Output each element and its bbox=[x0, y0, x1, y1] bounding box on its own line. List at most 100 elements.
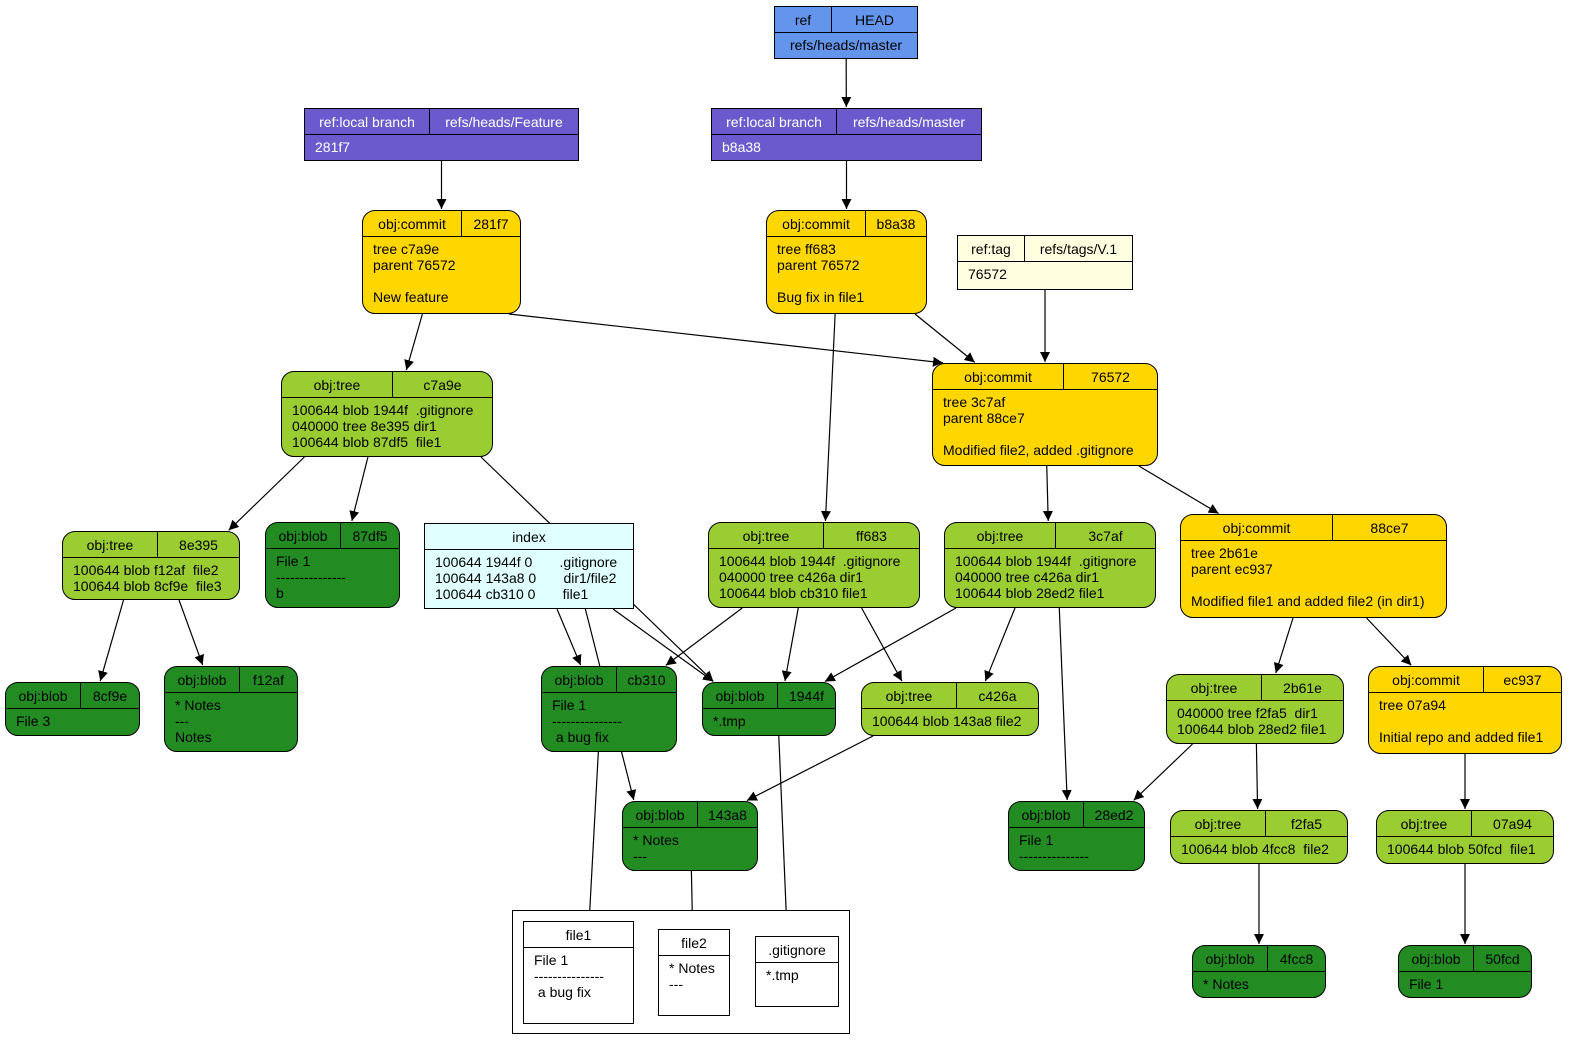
node-kind: obj:commit bbox=[1181, 515, 1333, 540]
node-kind: obj:tree bbox=[945, 523, 1056, 548]
edge-tree_2b61e-to-tree_f2fa5 bbox=[1252, 743, 1263, 810]
node-kind: obj:tree bbox=[63, 532, 158, 557]
edge-tree_3c7af-to-blob_28ed2 bbox=[1058, 607, 1072, 801]
index-title: index bbox=[512, 528, 546, 545]
edge-commit_88ce7-to-commit_ec937 bbox=[1366, 617, 1412, 666]
node-key: 1944f bbox=[788, 687, 825, 704]
node-kind: obj:tree bbox=[1377, 811, 1472, 836]
node-kind: obj:commit bbox=[1369, 667, 1484, 692]
wd-gitignore-node[interactable]: .gitignore *.tmp bbox=[755, 936, 839, 1007]
node-key: f2fa5 bbox=[1290, 815, 1323, 832]
node-kind: ref bbox=[775, 7, 832, 32]
commit-b8a38-node[interactable]: obj:commit b8a38 tree ff683 parent 76572 … bbox=[766, 210, 927, 314]
node-key: 8e395 bbox=[179, 536, 218, 553]
commit-281f7-node[interactable]: obj:commit 281f7 tree c7a9e parent 76572 … bbox=[362, 210, 521, 314]
node-key: b8a38 bbox=[876, 215, 916, 232]
edge-tree_3c7af-to-blob_1944f bbox=[824, 607, 957, 683]
edge-tree_c7a9e-to-blob_87df5 bbox=[349, 456, 369, 522]
node-body: * Notes --- Notes bbox=[175, 697, 221, 745]
node-body: tree c7a9e parent 76572 New feature bbox=[373, 241, 456, 305]
edge-tree_ff683-to-blob_cb310 bbox=[665, 607, 743, 666]
node-kind: obj:blob bbox=[266, 523, 341, 548]
node-kind: obj:commit bbox=[363, 211, 462, 236]
node-key: refs/tags/V.1 bbox=[1039, 240, 1118, 257]
node-key: 76572 bbox=[1091, 368, 1130, 385]
index-node[interactable]: index 100644 1944f 0 .gitignore 100644 1… bbox=[424, 523, 634, 609]
node-body: * Notes --- bbox=[633, 832, 679, 864]
edge-blob_cb310-to-wd_file1 bbox=[584, 751, 599, 921]
edge-tree_c7a9e-to-tree_8e395 bbox=[228, 456, 305, 531]
node-body: File 1 --------------- a bug fix bbox=[552, 697, 622, 745]
node-key: refs/heads/master bbox=[852, 113, 966, 130]
node-key: 143a8 bbox=[708, 806, 747, 823]
node-kind: obj:tree bbox=[862, 683, 957, 708]
node-kind: ref:local branch bbox=[305, 109, 430, 134]
node-body: 76572 bbox=[968, 266, 1007, 282]
edge-index-to-blob_cb310 bbox=[556, 608, 582, 666]
file-name: .gitignore bbox=[768, 941, 826, 958]
edge-tree_8e395-to-blob_8cf9e bbox=[98, 599, 125, 682]
file-content: *.tmp bbox=[766, 967, 799, 983]
node-kind: obj:blob bbox=[1193, 946, 1268, 971]
node-body: refs/heads/master bbox=[789, 37, 903, 53]
node-kind: obj:blob bbox=[1009, 802, 1084, 827]
edge-commit_76572-to-tree_3c7af bbox=[1042, 465, 1053, 522]
edge-blob_1944f-to-wd_gitignore bbox=[778, 735, 792, 936]
tree-07a94-node[interactable]: obj:tree 07a94 100644 blob 50fcd file1 bbox=[1376, 810, 1554, 864]
edge-commit_76572-to-commit_88ce7 bbox=[1138, 465, 1219, 515]
node-kind: obj:blob bbox=[1399, 946, 1474, 971]
node-key: 281f7 bbox=[473, 215, 509, 232]
node-kind: obj:commit bbox=[767, 211, 866, 236]
node-body: 100644 blob 1944f .gitignore 040000 tree… bbox=[292, 402, 474, 450]
node-body: 040000 tree f2fa5 dir1 100644 blob 28ed2… bbox=[1177, 705, 1327, 737]
blob-143a8-node[interactable]: obj:blob 143a8 * Notes --- bbox=[622, 801, 758, 871]
file-content: File 1 --------------- a bug fix bbox=[534, 952, 604, 1000]
node-body: File 1 bbox=[1409, 976, 1444, 992]
node-key: 8cf9e bbox=[92, 687, 128, 704]
wd-file1-node[interactable]: file1 File 1 --------------- a bug fix bbox=[523, 921, 634, 1024]
wd-file2-node[interactable]: file2 * Notes --- bbox=[658, 929, 730, 1016]
node-body: File 1 --------------- bbox=[1019, 832, 1089, 864]
node-kind: obj:blob bbox=[623, 802, 698, 827]
edge-commit_88ce7-to-tree_2b61e bbox=[1273, 617, 1294, 674]
node-kind: ref:local branch bbox=[712, 109, 837, 134]
node-body: b8a38 bbox=[722, 139, 761, 155]
node-body: 100644 blob 1944f .gitignore 040000 tree… bbox=[719, 553, 901, 601]
edge-tree_ff683-to-blob_1944f bbox=[781, 607, 799, 682]
edge-tree_2b61e-to-blob_28ed2 bbox=[1133, 743, 1193, 801]
edge-tree_ff683-to-tree_c426a bbox=[861, 607, 903, 682]
edge-index-to-blob_1944f bbox=[612, 608, 714, 682]
node-body: 100644 blob 50fcd file1 bbox=[1387, 841, 1536, 857]
node-kind: obj:tree bbox=[1171, 811, 1266, 836]
node-key: 07a94 bbox=[1493, 815, 1532, 832]
node-body: tree ff683 parent 76572 Bug fix in file1 bbox=[777, 241, 865, 305]
node-kind: obj:blob bbox=[6, 683, 81, 708]
node-key: 3c7af bbox=[1088, 527, 1123, 544]
node-kind: obj:blob bbox=[165, 667, 240, 692]
edge-commit_b8a38-to-commit_76572 bbox=[914, 313, 976, 363]
master-branch-node[interactable]: ref:local branch refs/heads/master b8a38 bbox=[711, 108, 982, 161]
node-key: refs/heads/Feature bbox=[445, 113, 563, 130]
edge-commit_281f7-to-commit_76572 bbox=[508, 313, 944, 367]
